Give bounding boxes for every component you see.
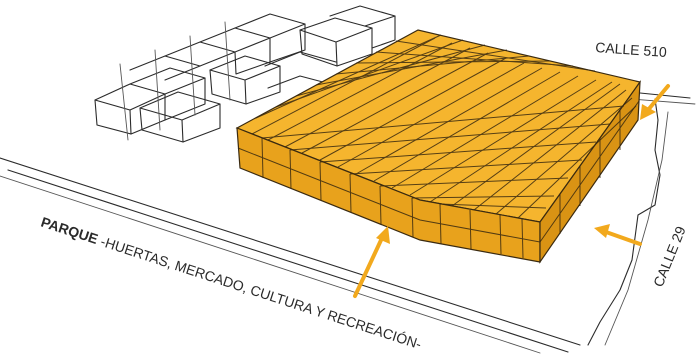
- existing-buildings-sketch: [94, 5, 396, 143]
- block-top-grid: [251, 34, 637, 219]
- block-front-grid: [237, 137, 541, 259]
- block-side-grid: [539, 100, 640, 243]
- label-calle-29: CALLE 29: [650, 224, 689, 289]
- label-parque: PARQUE -HUERTAS, MERCADO, CULTURA Y RECR…: [39, 214, 424, 353]
- block-side-face: [539, 79, 641, 264]
- arrow-icon-calle-29: [594, 224, 642, 246]
- arrow-icon-parque: [353, 226, 390, 298]
- label-calle-510: CALLE 510: [595, 39, 668, 60]
- arrow-icon-calle-510: [640, 84, 670, 120]
- street-lines: [0, 92, 696, 354]
- label-parque-bold: PARQUE: [39, 214, 100, 247]
- proposed-building-block: [235, 29, 642, 264]
